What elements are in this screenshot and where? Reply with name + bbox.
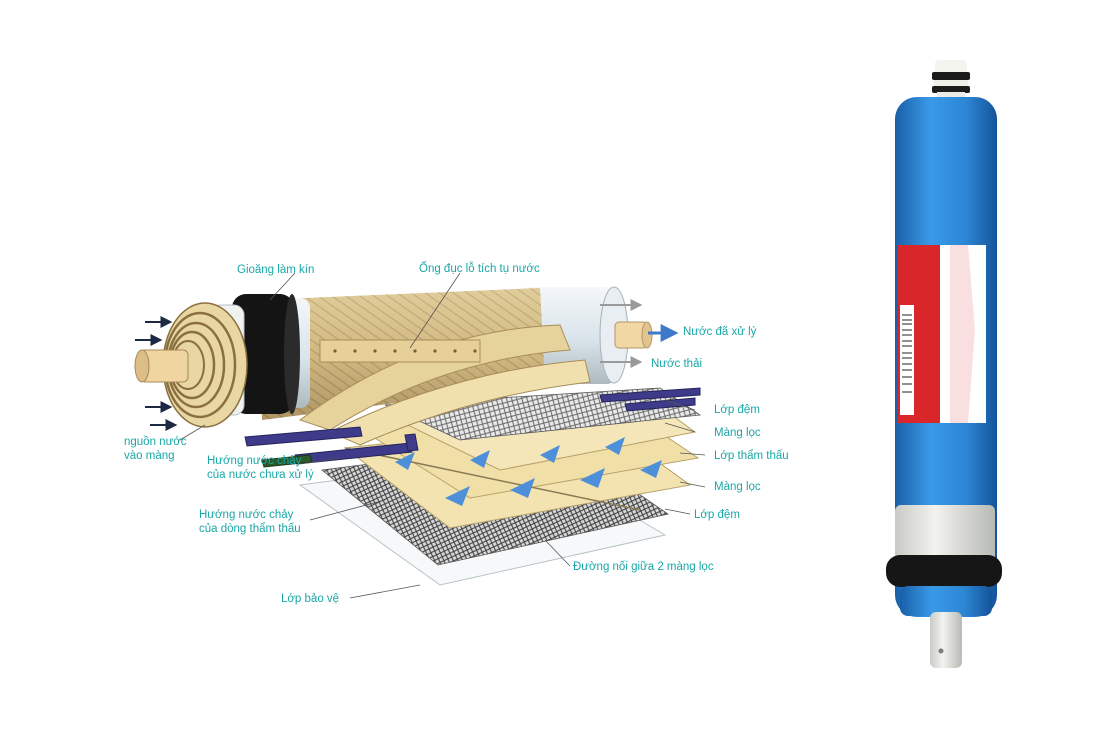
label-permeate-layer: Lớp thẩm thấu bbox=[714, 450, 789, 462]
label-spacer-top: Lớp đệm bbox=[714, 404, 760, 416]
label-permeate-flow-line1: Hướng nước chảy bbox=[199, 509, 294, 521]
label-raw-flow-line2: của nước chưa xử lý bbox=[207, 469, 314, 481]
label-seal-ring: Gioăng làm kín bbox=[237, 264, 315, 276]
label-membrane-top: Màng lọc bbox=[714, 427, 761, 439]
label-protective-layer: Lớp bảo vệ bbox=[281, 593, 340, 605]
black-gasket bbox=[232, 294, 294, 414]
arrow-right-icon bbox=[135, 316, 178, 431]
label-membrane-bottom: Màng lọc bbox=[714, 481, 761, 493]
label-treated-water: Nước đã xử lý bbox=[683, 326, 757, 338]
flow-pipes bbox=[244, 387, 701, 468]
arrow-right-icon bbox=[600, 299, 679, 368]
label-raw-flow-line1: Hướng nước chảy bbox=[207, 455, 302, 467]
perforated-tube bbox=[319, 339, 481, 363]
label-permeate-flow-line2: của dòng thẩm thấu bbox=[199, 523, 301, 535]
label-seam: Đường nối giữa 2 màng lọc bbox=[573, 561, 714, 573]
label-waste-water: Nước thải bbox=[651, 358, 703, 370]
ro-cartridge bbox=[886, 60, 1002, 668]
membrane-seam-line bbox=[344, 447, 641, 511]
label-perforated-tube: Ống đục lỗ tích tụ nước bbox=[419, 263, 540, 275]
arrow-up-icon bbox=[395, 437, 662, 506]
leader-lines bbox=[179, 272, 706, 599]
end-cap bbox=[520, 287, 615, 384]
label-feed-water-line1: nguồn nước bbox=[124, 436, 187, 448]
membrane-element bbox=[134, 286, 653, 446]
label-spacer-bottom: Lớp đệm bbox=[694, 509, 740, 521]
label-feed-water-line2: vào màng bbox=[124, 450, 175, 462]
